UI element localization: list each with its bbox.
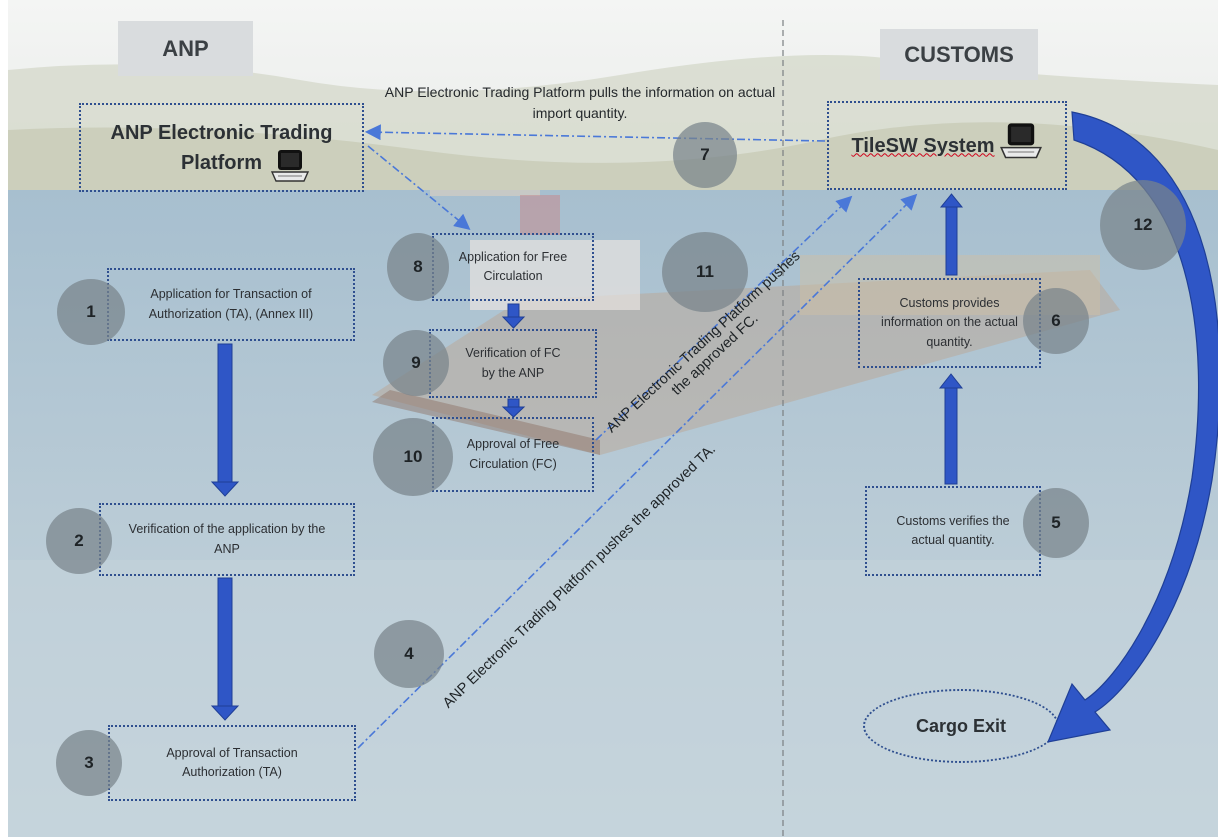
step-8-badge: 8 (387, 233, 449, 301)
step-1-label: Application for Transaction of Authoriza… (148, 287, 314, 321)
lane-header-customs: CUSTOMS (880, 29, 1038, 80)
anp-platform-box: ANP Electronic Trading Platform (79, 103, 364, 192)
step-6-box: Customs provides information on the actu… (858, 278, 1041, 368)
anp-platform-label: ANP Electronic Trading Platform (110, 121, 333, 174)
step-9-box: Verification of FC by the ANP (429, 329, 597, 398)
step-7-badge: 7 (673, 122, 737, 188)
step-6-badge: 6 (1023, 288, 1089, 354)
laptop-icon (266, 148, 310, 184)
step-5-box: Customs verifies the actual quantity. (865, 486, 1041, 576)
step-2-badge: 2 (46, 508, 112, 574)
step-10-box: Approval of Free Circulation (FC) (432, 417, 594, 492)
cargo-exit-ellipse: Cargo Exit (863, 689, 1059, 763)
step-10-label: Approval of Free Circulation (FC) (466, 437, 560, 471)
step-8-box: Application for Free Circulation (432, 233, 594, 301)
tilesw-system-label: TileSW System (851, 134, 995, 157)
tilesw-system-box: TileSW System (827, 101, 1067, 190)
step-5-label: Customs verifies the actual quantity. (896, 513, 1010, 547)
laptop-icon (995, 121, 1043, 161)
lane-header-anp: ANP (118, 21, 253, 76)
cargo-exit-label: Cargo Exit (915, 715, 1007, 736)
step-10-badge: 10 (373, 418, 453, 496)
step-12-badge: 12 (1100, 180, 1186, 270)
step-2-label: Verification of the application by the A… (128, 522, 326, 556)
step-9-label: Verification of FC by the ANP (465, 346, 561, 380)
step-9-badge: 9 (383, 330, 449, 396)
step-4-badge: 4 (374, 620, 444, 688)
step-2-box: Verification of the application by the A… (99, 503, 355, 576)
step-1-box: Application for Transaction of Authoriza… (107, 268, 355, 341)
step-1-badge: 1 (57, 279, 125, 345)
top-note: ANP Electronic Trading Platform pulls th… (384, 84, 776, 121)
step-5-badge: 5 (1023, 488, 1089, 558)
step-6-label: Customs provides information on the actu… (881, 295, 1018, 349)
step-3-badge: 3 (56, 730, 122, 796)
step-8-label: Application for Free Circulation (458, 249, 568, 283)
step-3-box: Approval of Transaction Authorization (T… (108, 725, 356, 801)
step-3-label: Approval of Transaction Authorization (T… (166, 745, 298, 779)
step-11-badge: 11 (662, 232, 748, 312)
